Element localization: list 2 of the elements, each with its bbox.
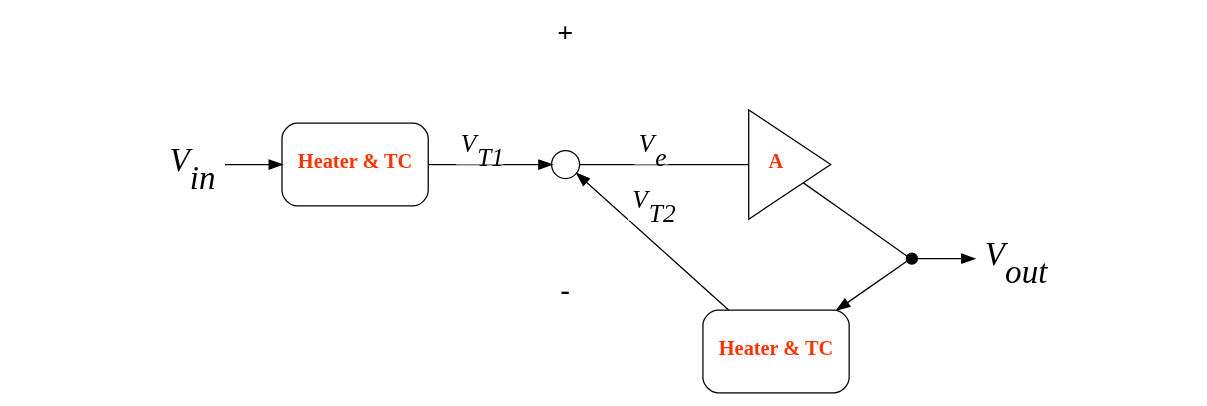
label: - [560, 273, 570, 305]
label: + [557, 16, 574, 48]
